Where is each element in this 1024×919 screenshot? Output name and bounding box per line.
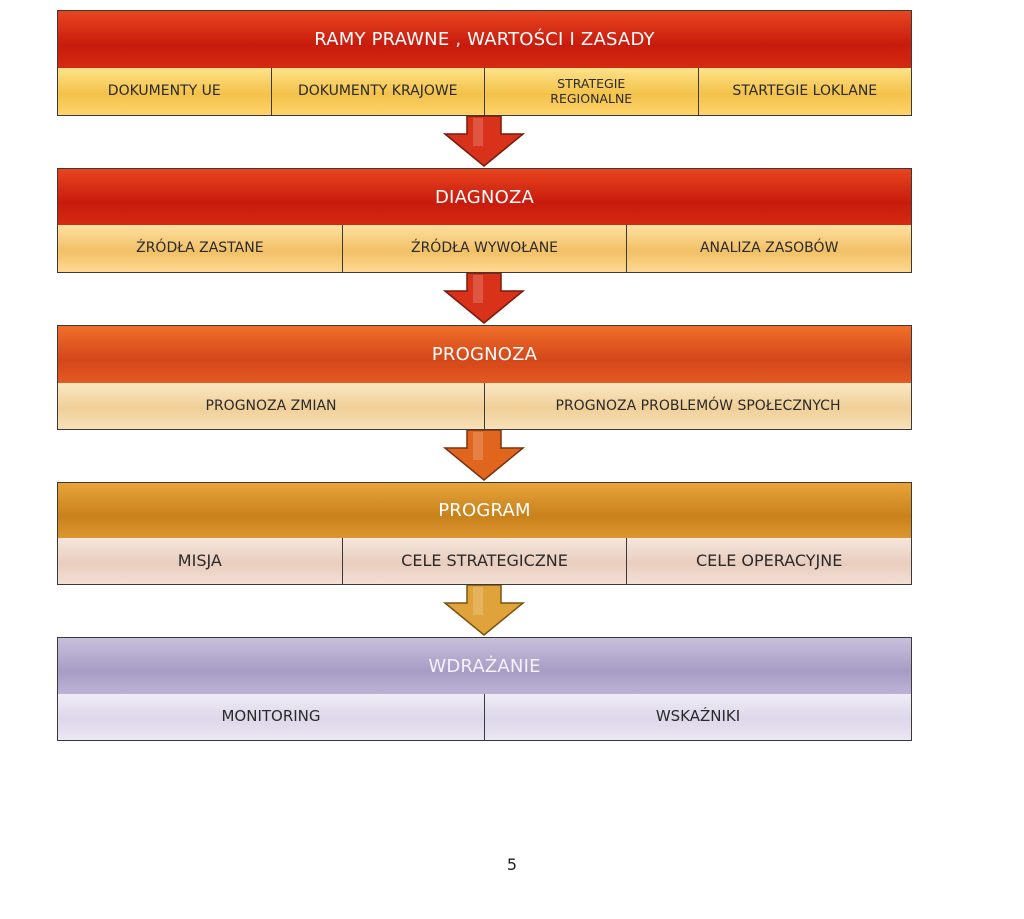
- item-operational-goals: CELE OPERACYJNE: [626, 538, 912, 584]
- section-items: DOKUMENTY UE DOKUMENTY KRAJOWE STRATEGIE…: [58, 68, 911, 115]
- arrow-shape: [443, 273, 525, 324]
- arrow-shape: [443, 585, 525, 636]
- section-items: PROGNOZA ZMIAN PROGNOZA PROBLEMÓW SPOŁEC…: [58, 383, 911, 429]
- section-legal-framework: RAMY PRAWNE , WARTOŚCI I ZASADY DOKUMENT…: [57, 10, 912, 116]
- item-monitoring: MONITORING: [58, 694, 484, 740]
- section-implementation: WDRAŻANIE MONITORING WSKAŹNIKI: [57, 637, 912, 741]
- down-arrow-icon: [443, 585, 525, 636]
- section-header: PROGNOZA: [58, 326, 911, 383]
- item-local-strategies: STARTEGIE LOKLANE: [697, 68, 911, 115]
- item-national-documents: DOKUMENTY KRAJOWE: [270, 68, 484, 115]
- section-program: PROGRAM MISJA CELE STRATEGICZNE CELE OPE…: [57, 482, 912, 585]
- section-diagnosis: DIAGNOZA ŹRÓDŁA ZASTANE ŹRÓDŁA WYWOŁANE …: [57, 168, 912, 273]
- arrow-shape: [443, 430, 525, 481]
- down-arrow-icon: [443, 430, 525, 481]
- item-indicators: WSKAŹNIKI: [484, 694, 911, 740]
- section-items: MISJA CELE STRATEGICZNE CELE OPERACYJNE: [58, 538, 912, 584]
- item-change-forecast: PROGNOZA ZMIAN: [58, 383, 484, 429]
- down-arrow-icon: [443, 273, 525, 324]
- down-arrow-icon: [443, 116, 525, 167]
- page-number: 5: [506, 855, 518, 874]
- arrow-shape: [443, 116, 525, 167]
- section-header: DIAGNOZA: [58, 169, 911, 225]
- item-existing-sources: ŹRÓDŁA ZASTANE: [58, 225, 342, 272]
- item-regional-strategies: STRATEGIE REGIONALNE: [484, 68, 698, 115]
- item-mission: MISJA: [58, 538, 342, 584]
- section-items: MONITORING WSKAŹNIKI: [58, 694, 911, 740]
- item-eu-documents: DOKUMENTY UE: [58, 68, 271, 115]
- section-forecast: PROGNOZA PROGNOZA ZMIAN PROGNOZA PROBLEM…: [57, 325, 912, 430]
- section-header: WDRAŻANIE: [58, 638, 911, 694]
- item-strategic-goals: CELE STRATEGICZNE: [341, 538, 627, 584]
- item-social-problems-forecast: PROGNOZA PROBLEMÓW SPOŁECZNYCH: [484, 383, 911, 429]
- section-header: RAMY PRAWNE , WARTOŚCI I ZASADY: [58, 11, 911, 68]
- item-generated-sources: ŹRÓDŁA WYWOŁANE: [341, 225, 627, 272]
- section-header: PROGRAM: [58, 483, 911, 538]
- item-resource-analysis: ANALIZA ZASOBÓW: [626, 225, 912, 272]
- section-items: ŹRÓDŁA ZASTANE ŹRÓDŁA WYWOŁANE ANALIZA Z…: [58, 225, 912, 272]
